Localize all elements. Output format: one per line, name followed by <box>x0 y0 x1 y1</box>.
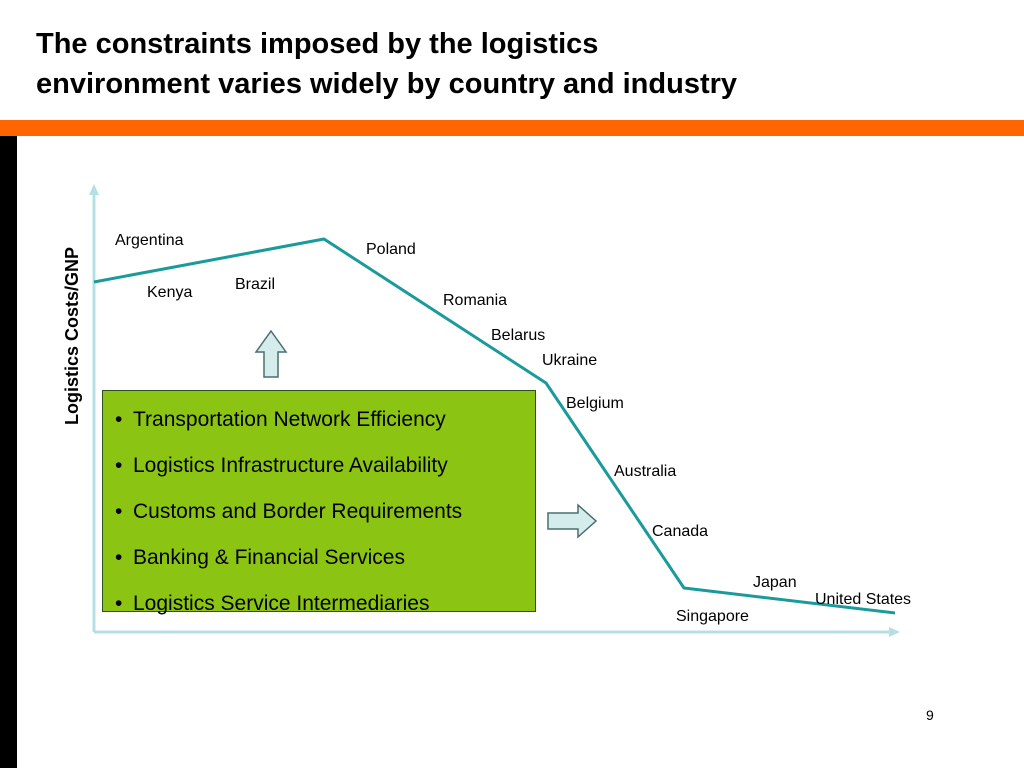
factor-item: • Logistics Infrastructure Availability <box>115 443 535 489</box>
accent-bar <box>0 120 1024 136</box>
side-bar <box>0 136 17 768</box>
factor-item: • Banking & Financial Services <box>115 535 535 581</box>
factor-label: Logistics Infrastructure Availability <box>133 454 448 477</box>
bullet: • <box>115 408 123 431</box>
country-label-united-states: United States <box>815 591 911 608</box>
factor-item: • Transportation Network Efficiency <box>115 397 535 443</box>
logistics-cost-curve <box>93 237 896 615</box>
country-label-singapore: Singapore <box>676 608 749 625</box>
country-label-kenya: Kenya <box>147 284 192 301</box>
bullet: • <box>115 546 123 569</box>
country-label-brazil: Brazil <box>235 276 275 293</box>
axes <box>89 184 900 637</box>
slide-title: The constraints imposed by the logistics… <box>36 24 996 104</box>
factor-item: • Logistics Service Intermediaries <box>115 581 535 627</box>
constraint-factors-box: • Transportation Network Efficiency • Logi… <box>102 390 536 615</box>
country-label-ukraine: Ukraine <box>542 352 597 369</box>
arrow-up-icon <box>254 329 288 378</box>
country-label-canada: Canada <box>652 523 708 540</box>
bullet: • <box>115 454 123 477</box>
bullet: • <box>115 592 123 615</box>
factor-label: Logistics Service Intermediaries <box>133 592 430 615</box>
slide-title-line-2: environment varies widely by country and… <box>36 68 738 100</box>
country-label-poland: Poland <box>366 241 416 258</box>
x-axis-arrowhead <box>889 627 900 637</box>
factor-label: Transportation Network Efficiency <box>133 408 446 431</box>
y-axis-label: Logistics Costs/GNP <box>62 247 82 425</box>
bullet: • <box>115 500 123 523</box>
country-label-japan: Japan <box>753 574 797 591</box>
page-number: 9 <box>926 707 934 723</box>
slide-title-line-1: The constraints imposed by the logistics <box>36 28 599 60</box>
factor-label: Banking & Financial Services <box>133 546 405 569</box>
factor-item: • Customs and Border Requirements <box>115 489 535 535</box>
country-label-australia: Australia <box>614 463 676 480</box>
country-label-belgium: Belgium <box>566 395 624 412</box>
country-label-argentina: Argentina <box>115 232 184 249</box>
constraint-factors-list: • Transportation Network Efficiency • Logi… <box>115 397 535 627</box>
factor-label: Customs and Border Requirements <box>133 500 463 523</box>
arrow-right-icon <box>547 503 598 539</box>
y-axis-arrowhead <box>89 184 99 195</box>
country-label-belarus: Belarus <box>491 327 545 344</box>
country-label-romania: Romania <box>443 292 507 309</box>
